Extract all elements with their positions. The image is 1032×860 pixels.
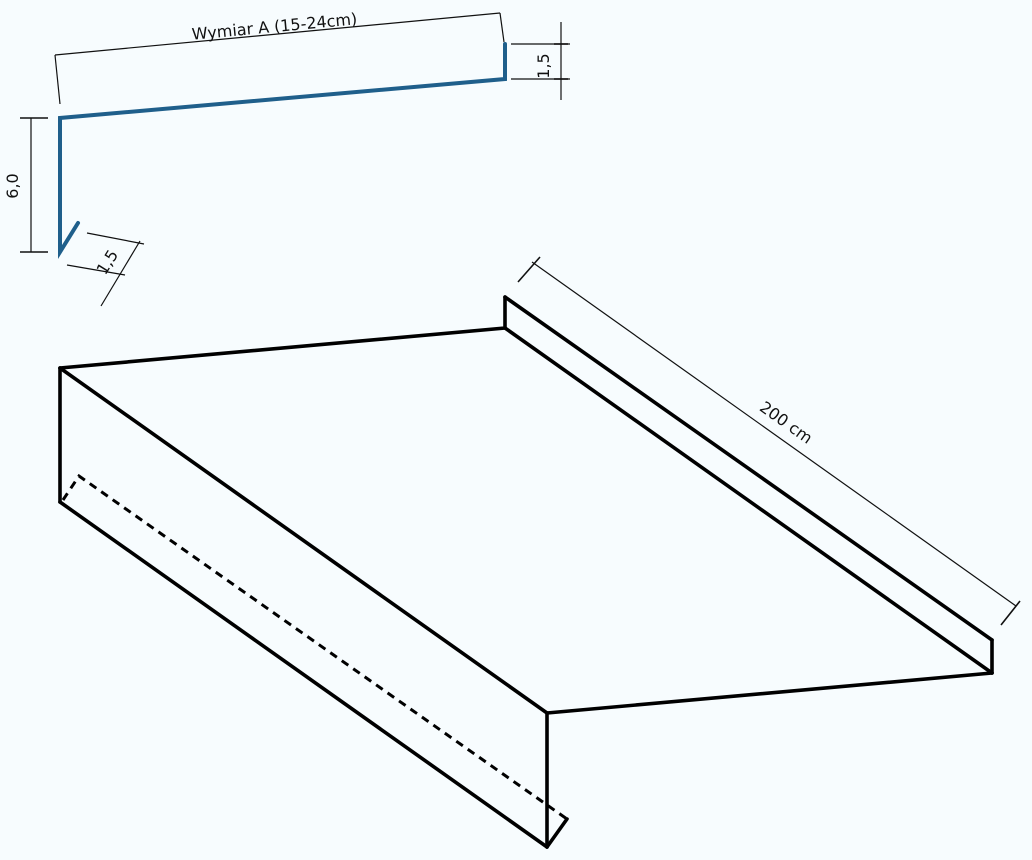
dimension-front-height: 6,0 xyxy=(3,117,48,253)
back-upstand-top xyxy=(503,295,994,642)
right-end-edge xyxy=(545,671,994,715)
front-face-bottom xyxy=(58,500,549,849)
drip-edge-hidden xyxy=(61,473,568,821)
top-surface-front-edge xyxy=(58,366,549,715)
dimension-length: 200 cm xyxy=(517,256,1021,626)
drip-edge-end xyxy=(545,817,569,849)
profile-section xyxy=(58,42,507,260)
profile-outline xyxy=(58,42,507,260)
dimension-drip-height: 1,5 xyxy=(511,22,570,100)
dimension-width-a: Wymiar A (15-24cm) xyxy=(54,9,505,105)
length-label: 200 cm xyxy=(756,397,816,447)
drip-height-label: 1,5 xyxy=(534,53,553,78)
dimension-bend-length: 1,5 xyxy=(66,232,145,307)
front-height-label: 6,0 xyxy=(3,173,22,198)
sill-3d-body xyxy=(58,295,994,849)
back-upstand-bottom xyxy=(503,326,994,675)
top-surface-back-edge xyxy=(58,295,507,370)
width-a-label: Wymiar A (15-24cm) xyxy=(191,9,358,44)
